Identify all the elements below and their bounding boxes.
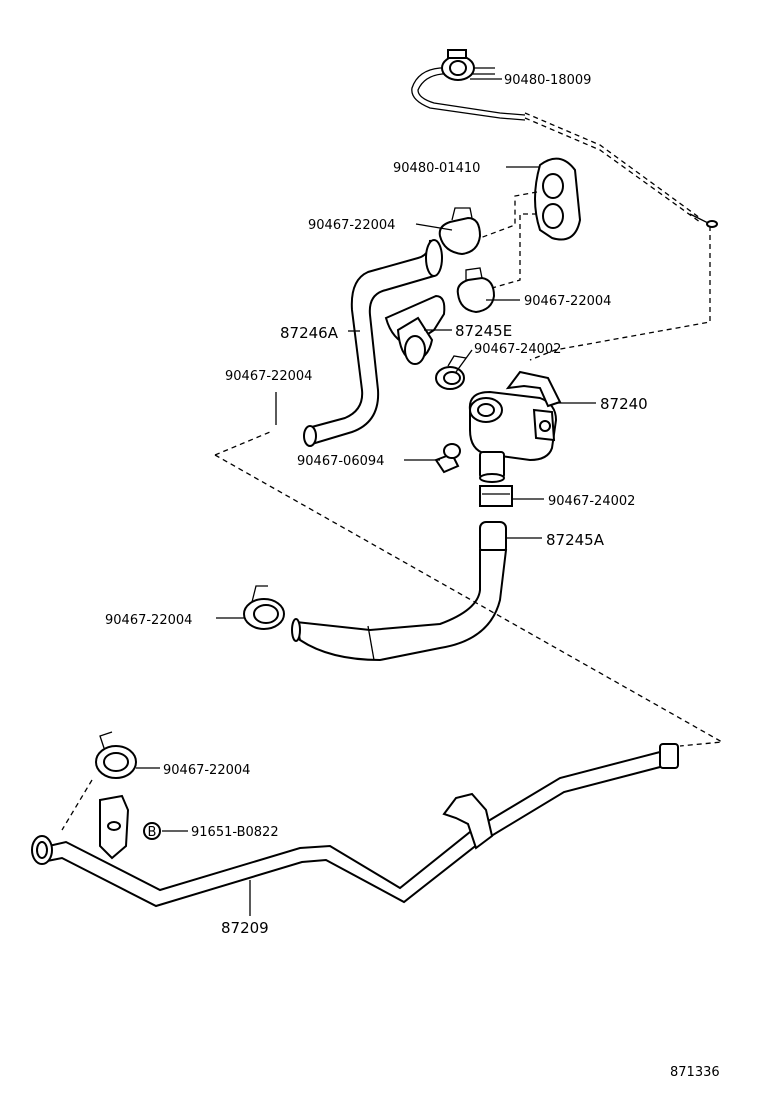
clamp-bottom xyxy=(95,731,137,779)
grommet-plate xyxy=(534,157,582,241)
label-hose-87245a: 87245A xyxy=(546,531,605,549)
label-grommet-plate: 90480-01410 xyxy=(393,161,480,176)
hose-87245e xyxy=(384,294,446,365)
grommet-part xyxy=(441,49,475,81)
label-screw: 90467-06094 xyxy=(297,454,384,469)
clamp-small-upper xyxy=(435,355,467,390)
label-clamp-small-upper: 90467-24002 xyxy=(474,342,561,357)
diagram-code: 871336 xyxy=(670,1065,720,1080)
label-clamp-lower-left: 90467-22004 xyxy=(105,613,192,628)
bolt-marker-letter: B xyxy=(148,825,157,840)
label-clamp-upper-right: 90467-22004 xyxy=(524,294,611,309)
pipe-87209 xyxy=(31,743,679,908)
leader-lines xyxy=(136,78,596,916)
label-clamp-upper-left: 90467-22004 xyxy=(308,218,395,233)
clamp-small-lower xyxy=(479,485,513,507)
label-hose-87246a: 87246A xyxy=(280,324,339,342)
label-clamp-bottom: 90467-22004 xyxy=(163,763,250,778)
screw xyxy=(434,443,461,474)
hose-87246a xyxy=(303,239,443,447)
label-clamp-left-mid: 90467-22004 xyxy=(225,369,312,384)
bracket xyxy=(99,794,130,860)
cable-assembly xyxy=(411,49,718,228)
label-valve: 87240 xyxy=(600,395,648,413)
label-grommet-top: 90480-18009 xyxy=(504,73,591,88)
bolt-marker: B xyxy=(143,822,161,840)
water-valve xyxy=(468,370,562,483)
label-bolt: 91651-B0822 xyxy=(191,825,279,840)
label-hose-87245e: 87245E xyxy=(455,322,512,340)
clamp-upper-left xyxy=(438,207,482,256)
clamp-upper-right xyxy=(456,267,496,314)
label-pipe: 87209 xyxy=(221,919,269,937)
hose-87245a xyxy=(291,521,508,662)
clamp-lower-left xyxy=(243,585,285,630)
label-clamp-small-lower: 90467-24002 xyxy=(548,494,635,509)
